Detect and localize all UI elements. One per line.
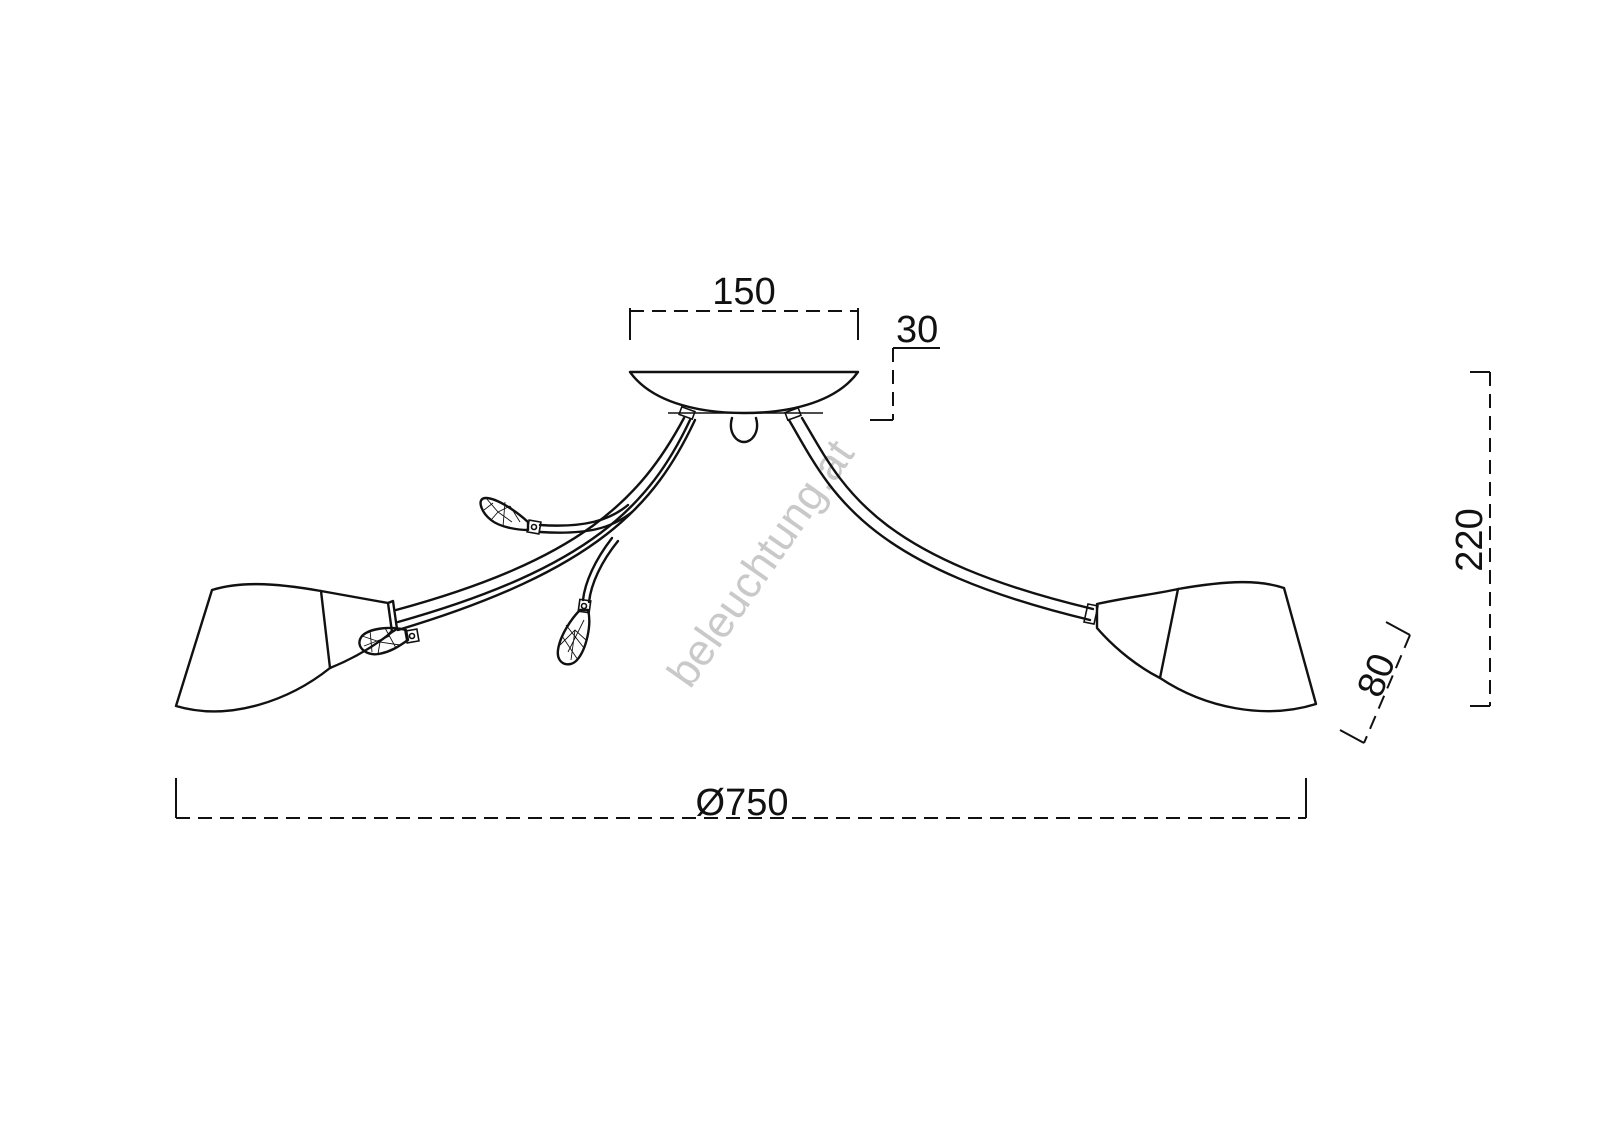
dimension-shade-height: 80 [1339,621,1411,744]
dimension-canopy-height: 30 [870,309,940,421]
crystal-branch-upper [526,503,634,535]
crystal-drop-middle [556,608,591,666]
dimension-label-30: 30 [896,309,938,351]
left-lamp-shade [174,582,399,713]
watermark: beleuchtung.at [658,431,864,696]
dimension-canopy-width: 150 [629,271,859,340]
right-lamp-shade [1095,580,1318,713]
crystal-drop-upper [479,496,530,532]
dimension-total-height: 220 [1449,371,1491,707]
dimension-label-220: 220 [1449,508,1491,571]
crystal-drop-lower [358,626,410,656]
left-arm [394,405,697,632]
dimension-label-750: Ø750 [696,782,789,824]
dimension-label-150: 150 [712,271,775,313]
crystal-branch-middle [577,536,620,614]
dimension-label-80: 80 [1349,648,1404,703]
dimension-diameter: Ø750 [175,778,1307,824]
right-arm [784,406,1099,625]
crystal-branch-lower [404,628,420,644]
